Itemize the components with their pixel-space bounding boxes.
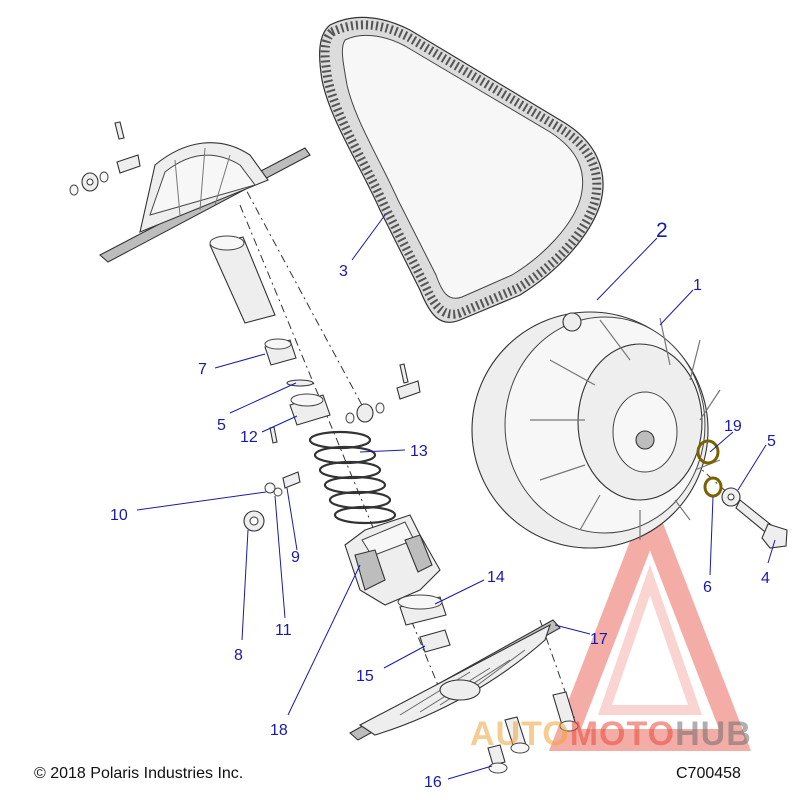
lower-bushings (397, 594, 451, 653)
watermark-part-a: AUTO (470, 715, 570, 753)
secondary-axis (229, 159, 371, 421)
watermark-part-b: MOTO (569, 715, 676, 753)
watermark-part-c: HUB (675, 715, 752, 753)
callout-11: 11 (275, 622, 292, 639)
callout-19: 19 (724, 418, 742, 435)
watermark-text: AUTOMOTOHUB (470, 715, 752, 754)
callout-17: 17 (590, 631, 608, 648)
mid-pin-hardware (345, 363, 421, 424)
upper-pin-hardware (69, 121, 141, 196)
clutch-spring (308, 430, 397, 525)
callout-leaders (136, 214, 776, 780)
sheave-bolts (487, 691, 579, 774)
callout-5-left: 5 (217, 417, 226, 434)
callout-14: 14 (487, 569, 505, 586)
callout-labels: 1 2 3 4 5 5 6 7 8 9 10 11 12 13 14 15 16… (110, 219, 776, 791)
bushing-stack (264, 338, 331, 426)
callout-4: 4 (761, 570, 770, 587)
drive-belt (319, 16, 604, 323)
callout-1: 1 (693, 277, 702, 294)
sheave-hardware (696, 439, 788, 549)
callout-15: 15 (356, 668, 374, 685)
fixed-sheave (349, 619, 561, 741)
callout-9: 9 (291, 549, 300, 566)
drawing-code: C700458 (676, 765, 741, 782)
callout-5-right: 5 (767, 433, 776, 450)
small-clip-hardware (243, 426, 301, 532)
copyright-notice: © 2018 Polaris Industries Inc. (34, 765, 244, 782)
moveable-sheave (99, 142, 311, 324)
callout-18: 18 (270, 722, 288, 739)
callout-8: 8 (234, 647, 243, 664)
callout-2: 2 (656, 219, 668, 242)
callout-10: 10 (110, 507, 128, 524)
callout-6: 6 (703, 579, 712, 596)
drive-clutch-sheave (471, 311, 721, 549)
callout-13: 13 (410, 443, 428, 460)
watermark-logo-icon (548, 489, 752, 751)
callout-3: 3 (339, 263, 348, 280)
callout-12: 12 (240, 429, 258, 446)
spider-assembly (344, 514, 441, 606)
callout-7: 7 (198, 361, 207, 378)
callout-16: 16 (424, 774, 442, 791)
